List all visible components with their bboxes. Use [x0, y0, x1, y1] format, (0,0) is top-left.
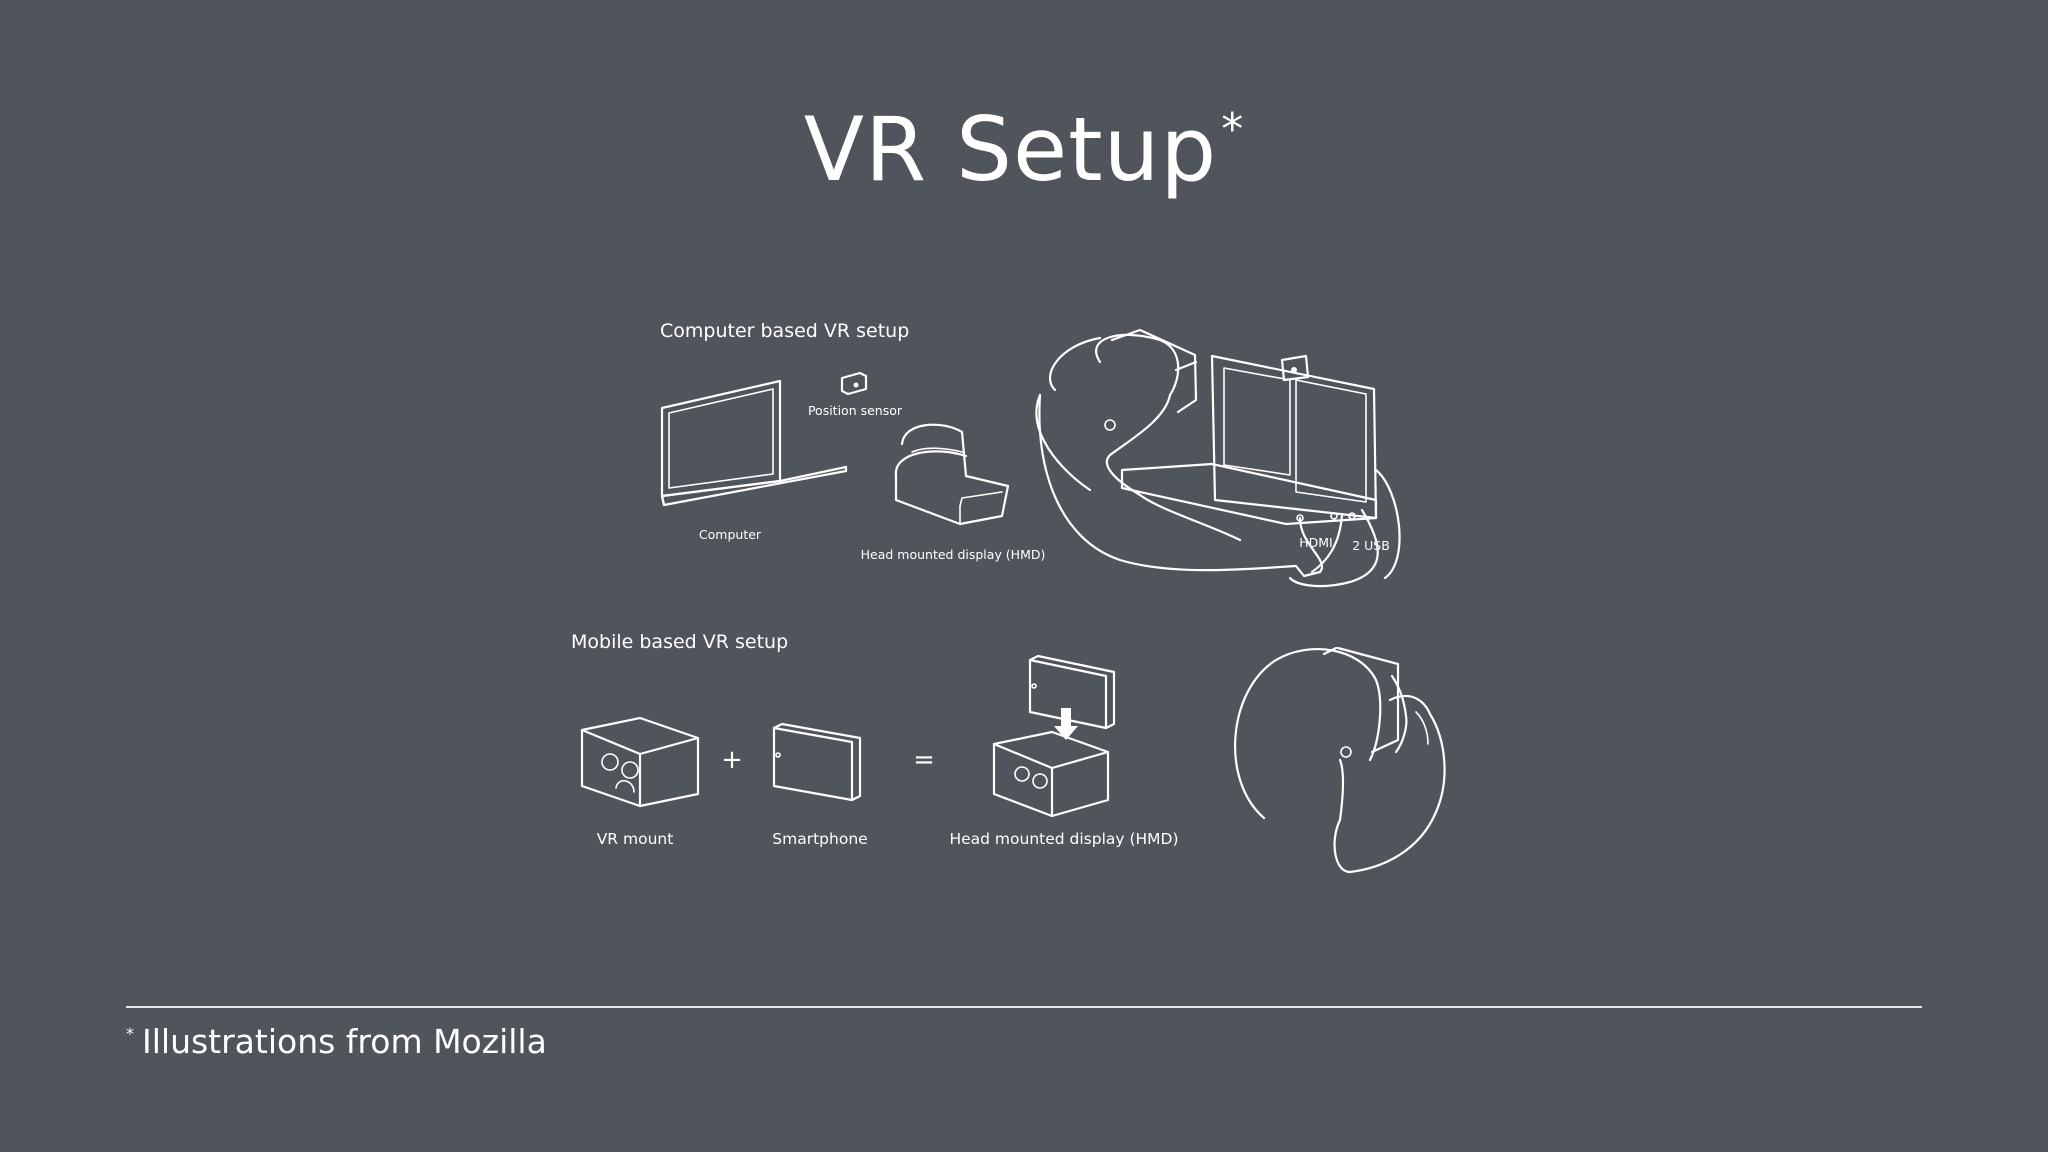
vr-mount-label: VR mount — [596, 830, 674, 848]
mobile-hmd-assembly-illustration — [992, 654, 1116, 818]
usb-label: 2 USB — [1352, 538, 1390, 553]
mobile-section-heading: Mobile based VR setup — [571, 631, 789, 653]
laptop-illustration — [660, 379, 848, 507]
computer-label: Computer — [698, 527, 762, 542]
footnote-divider — [126, 1006, 1922, 1008]
plus-sign: + — [721, 745, 743, 775]
hmd-label: Head mounted display (HMD) — [860, 547, 1046, 562]
slide-title: VR Setup* — [0, 98, 2048, 201]
footnote: * Illustrations from Mozilla — [126, 1022, 547, 1061]
smartphone-label: Smartphone — [772, 830, 868, 848]
title-footnote-marker: * — [1221, 104, 1245, 155]
title-text: VR Setup — [803, 98, 1218, 201]
person-with-computer-vr-illustration — [1035, 328, 1401, 588]
hmd-illustration — [894, 423, 1010, 526]
smartphone-illustration — [772, 722, 862, 802]
mobile-hmd-label: Head mounted display (HMD) — [949, 830, 1179, 848]
equals-sign: = — [913, 745, 935, 775]
person-with-mobile-vr-illustration — [1234, 646, 1446, 874]
footnote-text: Illustrations from Mozilla — [142, 1022, 547, 1061]
vr-mount-illustration — [580, 716, 700, 808]
position-sensor-illustration — [840, 371, 868, 396]
footnote-marker: * — [126, 1024, 134, 1043]
position-sensor-label: Position sensor — [807, 403, 903, 418]
computer-section-heading: Computer based VR setup — [660, 320, 910, 342]
hdmi-label: HDMI — [1299, 535, 1333, 550]
